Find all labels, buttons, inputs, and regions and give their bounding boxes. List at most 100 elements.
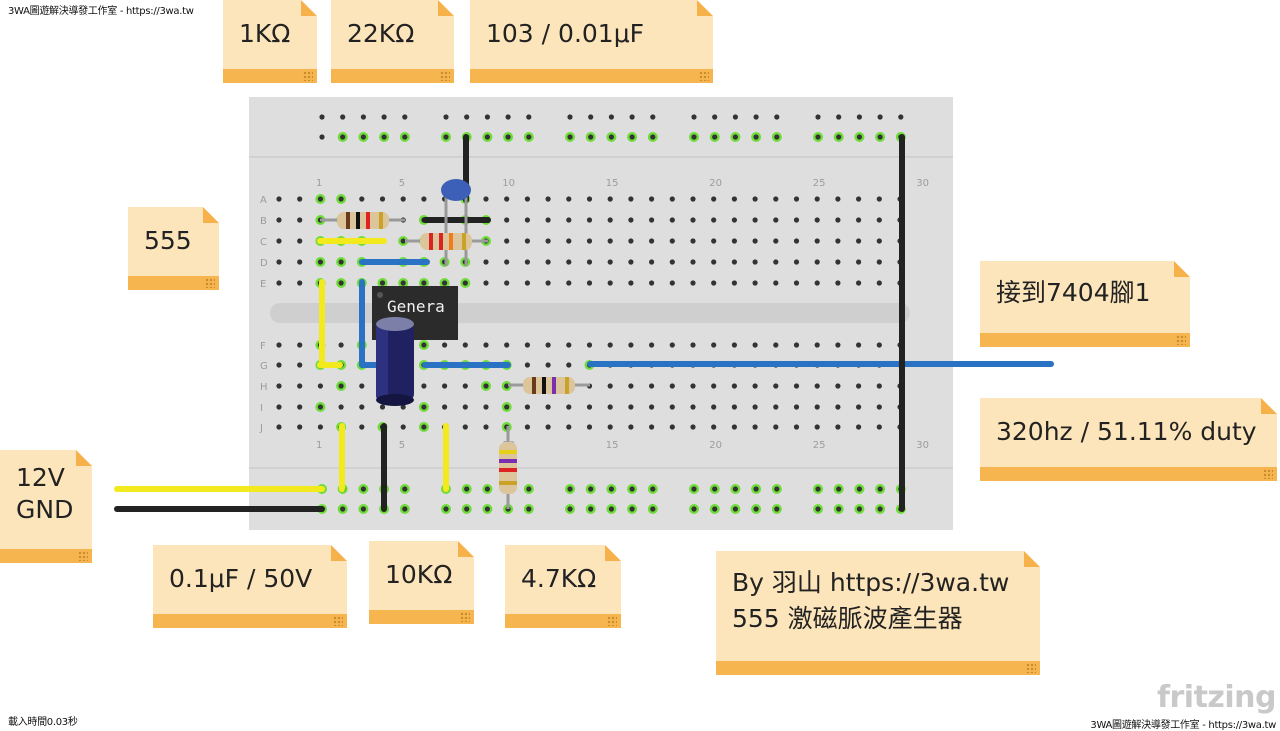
hole-E27[interactable] (814, 280, 820, 286)
hole-B14[interactable] (545, 217, 551, 223)
hole-J18[interactable] (628, 424, 634, 430)
rail-hole[interactable] (898, 114, 904, 120)
hole-A18[interactable] (628, 196, 634, 202)
rail-hole[interactable] (691, 486, 697, 492)
hole-J1[interactable] (276, 424, 282, 430)
hole-F14[interactable] (545, 342, 551, 348)
hole-C18[interactable] (628, 238, 634, 244)
hole-E8[interactable] (421, 280, 427, 286)
hole-A21[interactable] (690, 196, 696, 202)
hole-J25[interactable] (773, 424, 779, 430)
rail-hole[interactable] (567, 114, 573, 120)
hole-A22[interactable] (711, 196, 717, 202)
hole-E10[interactable] (462, 280, 468, 286)
hole-F4[interactable] (338, 342, 344, 348)
rail-hole[interactable] (691, 114, 697, 120)
hole-A16[interactable] (586, 196, 593, 202)
rail-hole[interactable] (381, 114, 387, 120)
hole-G13[interactable] (524, 362, 531, 368)
rail-hole[interactable] (484, 114, 490, 120)
hole-J30[interactable] (876, 424, 882, 430)
hole-H8[interactable] (421, 383, 427, 389)
hole-H4[interactable] (338, 383, 344, 389)
hole-F18[interactable] (628, 342, 634, 348)
hole-B29[interactable] (856, 217, 862, 223)
rail-hole[interactable] (526, 486, 532, 492)
hole-E4[interactable] (338, 280, 344, 286)
hole-D30[interactable] (876, 259, 882, 265)
rail-hole[interactable] (774, 486, 780, 492)
hole-J3[interactable] (317, 424, 323, 430)
rail-hole[interactable] (774, 134, 780, 140)
hole-A6[interactable] (379, 196, 386, 202)
rail-hole[interactable] (567, 506, 573, 512)
hole-B30[interactable] (876, 217, 882, 223)
hole-I13[interactable] (524, 404, 531, 410)
hole-I21[interactable] (690, 404, 696, 410)
hole-F16[interactable] (586, 342, 593, 348)
hole-H5[interactable] (359, 383, 365, 389)
rail-hole[interactable] (732, 134, 739, 140)
rail-hole[interactable] (856, 114, 863, 120)
hole-G2[interactable] (297, 362, 303, 368)
rail-hole[interactable] (505, 114, 511, 120)
hole-F8[interactable] (421, 342, 427, 348)
hole-D15[interactable] (566, 259, 572, 265)
hole-I17[interactable] (607, 404, 613, 410)
rail-hole[interactable] (877, 114, 883, 120)
rail-hole[interactable] (712, 114, 718, 120)
rail-hole[interactable] (360, 486, 366, 492)
hole-I28[interactable] (835, 404, 841, 410)
hole-F15[interactable] (566, 342, 572, 348)
hole-J19[interactable] (649, 424, 655, 430)
hole-I16[interactable] (586, 404, 593, 410)
hole-I29[interactable] (856, 404, 862, 410)
rail-hole[interactable] (484, 506, 490, 512)
rail-hole[interactable] (319, 134, 325, 140)
rail-hole[interactable] (856, 506, 863, 512)
hole-C13[interactable] (524, 238, 531, 244)
hole-D19[interactable] (649, 259, 655, 265)
rail-hole[interactable] (360, 506, 366, 512)
hole-B23[interactable] (731, 217, 738, 223)
hole-F12[interactable] (504, 342, 510, 348)
hole-B2[interactable] (297, 217, 303, 223)
rail-hole[interactable] (464, 506, 470, 512)
hole-A13[interactable] (524, 196, 531, 202)
hole-E23[interactable] (731, 280, 738, 286)
hole-E21[interactable] (690, 280, 696, 286)
hole-E13[interactable] (524, 280, 531, 286)
rail-hole[interactable] (629, 114, 635, 120)
rail-hole[interactable] (815, 134, 821, 140)
hole-B28[interactable] (835, 217, 841, 223)
hole-B27[interactable] (814, 217, 820, 223)
hole-E11[interactable] (483, 280, 489, 286)
rail-hole[interactable] (815, 486, 821, 492)
hole-D12[interactable] (504, 259, 510, 265)
rail-hole[interactable] (402, 506, 408, 512)
hole-G1[interactable] (276, 362, 282, 368)
hole-C20[interactable] (669, 238, 675, 244)
rail-hole[interactable] (836, 506, 842, 512)
hole-D17[interactable] (607, 259, 613, 265)
rail-hole[interactable] (484, 486, 490, 492)
hole-B22[interactable] (711, 217, 717, 223)
hole-J23[interactable] (731, 424, 738, 430)
rail-hole[interactable] (464, 114, 470, 120)
rail-hole[interactable] (712, 486, 718, 492)
hole-I10[interactable] (462, 404, 468, 410)
hole-D20[interactable] (669, 259, 675, 265)
rail-hole[interactable] (815, 506, 821, 512)
rail-hole[interactable] (712, 134, 718, 140)
hole-I5[interactable] (359, 404, 365, 410)
rail-hole[interactable] (877, 486, 883, 492)
rail-hole[interactable] (340, 506, 346, 512)
rail-hole[interactable] (360, 134, 366, 140)
rail-hole[interactable] (567, 486, 573, 492)
rail-hole[interactable] (877, 506, 883, 512)
hole-H28[interactable] (835, 383, 841, 389)
hole-F17[interactable] (607, 342, 613, 348)
resistor-10k[interactable] (508, 377, 590, 394)
rail-hole[interactable] (360, 114, 366, 120)
hole-I14[interactable] (545, 404, 551, 410)
